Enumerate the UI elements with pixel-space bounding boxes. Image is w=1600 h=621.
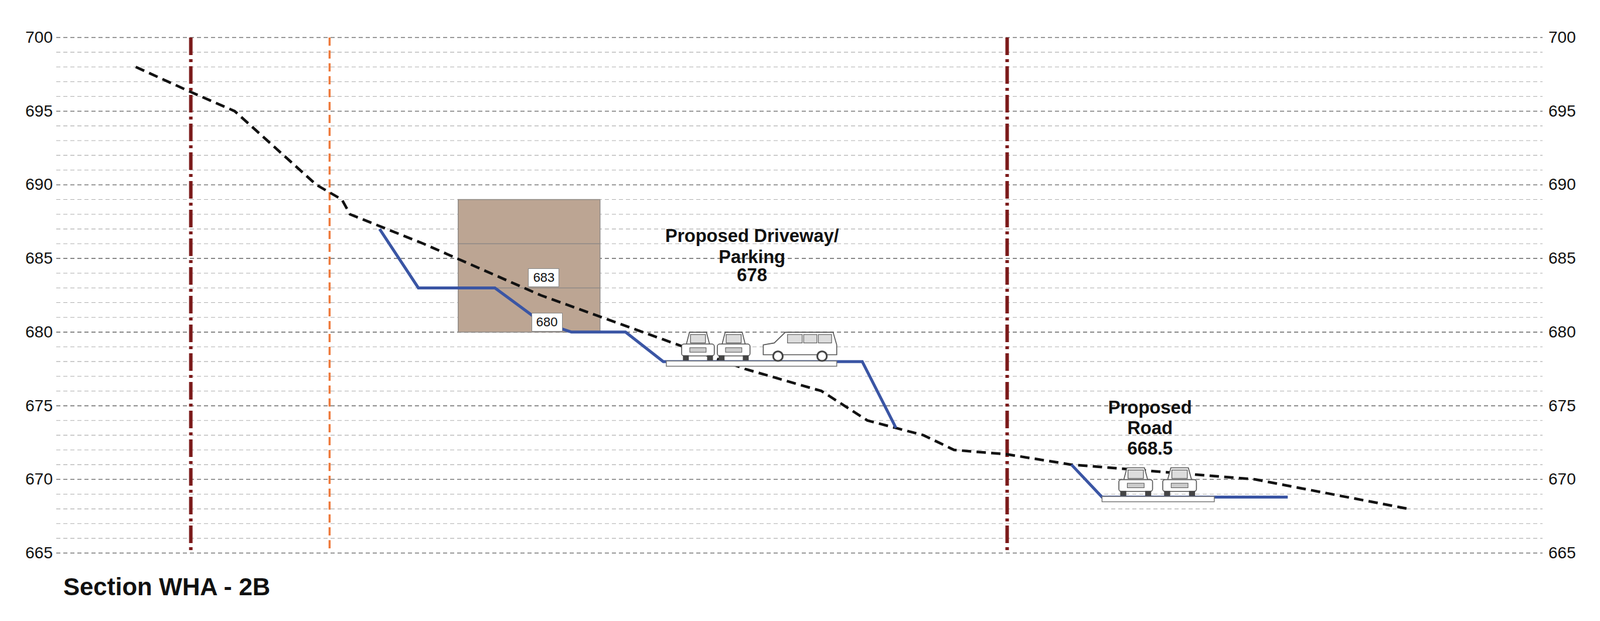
grid-line: [56, 199, 1543, 200]
grid-line: [56, 96, 1543, 97]
axis-value: 690: [25, 175, 53, 194]
grid-line: [56, 494, 1543, 495]
section-title: Section WHA - 2B: [63, 573, 271, 602]
grid-line: [56, 213, 1543, 215]
floor-line: [458, 243, 601, 245]
grid-line: [56, 508, 1543, 510]
axis-value: 695: [1548, 101, 1576, 121]
axis-value: 700: [25, 28, 53, 47]
paving-slab: [1101, 496, 1215, 502]
elevation-value: 680: [533, 314, 561, 331]
axis-value: 665: [25, 543, 53, 563]
grid-line: [56, 376, 1543, 377]
suv-icon: [763, 332, 837, 362]
axis-value: 670: [25, 470, 53, 489]
grid-line: [56, 273, 1543, 274]
axis-value: 700: [1548, 28, 1576, 47]
axis-value: 695: [25, 101, 53, 121]
axis-value: 685: [25, 249, 53, 268]
grid-line: [56, 464, 1543, 466]
elevation-value: 668.5: [1127, 438, 1173, 460]
existing-grade: [135, 66, 1409, 509]
grid-line: [56, 434, 1543, 436]
grid-line: [56, 405, 1543, 407]
grid-line: [56, 317, 1543, 318]
axis-value: 665: [1548, 543, 1576, 563]
car-icon: [1162, 467, 1197, 496]
grid-line: [56, 184, 1543, 186]
elevation-tag: 680: [531, 312, 563, 332]
grid-line: [56, 449, 1543, 451]
grid-line: [56, 302, 1543, 304]
elevation-tag: 683: [528, 268, 560, 288]
boundary-line: [1005, 37, 1009, 554]
boundary-line: [328, 37, 332, 554]
grid-line: [56, 36, 1543, 39]
axis-value: 680: [25, 322, 53, 342]
grid-line: [56, 420, 1543, 421]
axis-value: 685: [1548, 249, 1576, 268]
area-label: Proposed Driveway/ Parking: [655, 226, 849, 268]
grid-line: [56, 125, 1543, 127]
car-icon: [717, 332, 751, 361]
elevation-value: 678: [736, 264, 768, 287]
grid-line: [56, 81, 1543, 83]
grid-line: [56, 287, 1543, 289]
proposed-grade: [379, 229, 897, 428]
grid-line: [56, 538, 1543, 539]
grid-line: [56, 390, 1543, 392]
axis-value: 675: [1548, 396, 1576, 416]
grid-line: [56, 523, 1543, 524]
boundary-line: [189, 37, 193, 554]
grid-line: [56, 257, 1543, 260]
grid-line: [56, 169, 1543, 171]
axis-value: 680: [1548, 322, 1576, 342]
car-icon: [681, 332, 715, 361]
area-label: Proposed Road: [1097, 397, 1203, 439]
grid-line: [56, 52, 1543, 53]
axis-value: 690: [1548, 175, 1576, 194]
grid-line: [56, 140, 1543, 141]
grid-line: [56, 155, 1543, 156]
axis-value: 675: [25, 396, 53, 416]
elevation-value: 683: [530, 269, 558, 287]
axis-value: 670: [1548, 470, 1576, 489]
grid-line: [56, 110, 1543, 112]
proposed-grade: [1071, 464, 1288, 497]
car-icon: [1118, 467, 1153, 496]
grid-line: [56, 478, 1543, 480]
paving-slab: [666, 361, 837, 367]
grid-line: [56, 552, 1543, 554]
grid-line: [56, 66, 1543, 68]
